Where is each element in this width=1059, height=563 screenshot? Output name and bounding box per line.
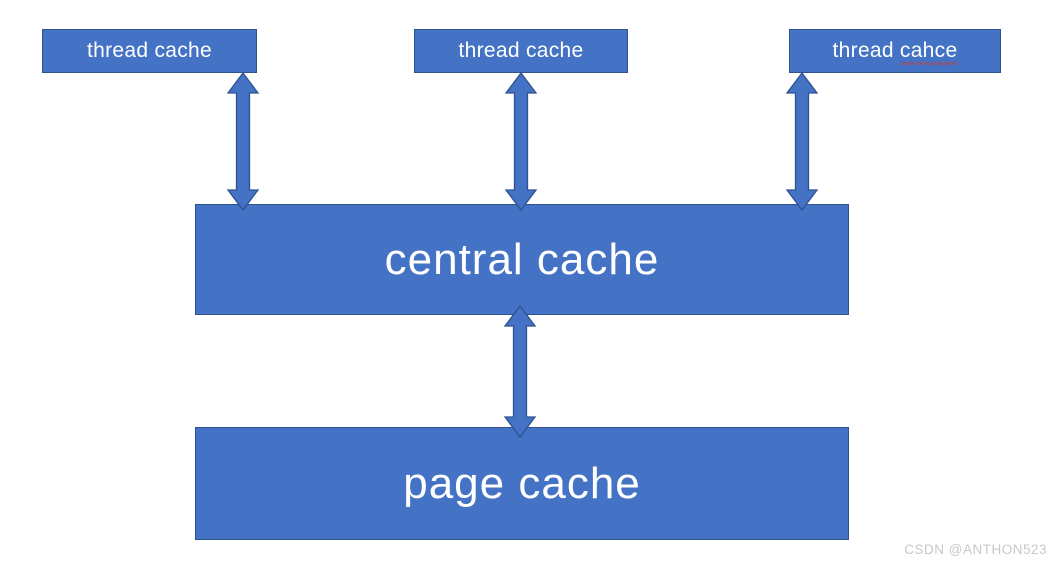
double-arrow-central-page-icon <box>503 304 537 439</box>
node-page-cache-label: page cache <box>403 458 641 508</box>
node-central-cache: central cache <box>195 204 849 315</box>
node-thread-cache-3: thread cahce <box>789 29 1001 73</box>
double-arrow-thread2-central-icon <box>504 71 538 212</box>
node-thread-cache-3-misspelled-word: cahce <box>899 39 958 62</box>
node-thread-cache-2: thread cache <box>414 29 628 73</box>
node-central-cache-label: central cache <box>384 234 660 284</box>
node-thread-cache-1-label: thread cache <box>86 39 213 62</box>
node-thread-cache-3-label: thread cahce <box>833 39 958 63</box>
node-thread-cache-2-label: thread cache <box>458 39 584 62</box>
watermark: CSDN @ANTHON523 <box>904 542 1047 557</box>
node-thread-cache-3-label-prefix: thread <box>832 39 894 62</box>
double-arrow-thread3-central-icon <box>785 71 819 212</box>
double-arrow-thread1-central-icon <box>226 71 260 212</box>
node-thread-cache-1: thread cache <box>42 29 257 73</box>
node-page-cache: page cache <box>195 427 849 540</box>
